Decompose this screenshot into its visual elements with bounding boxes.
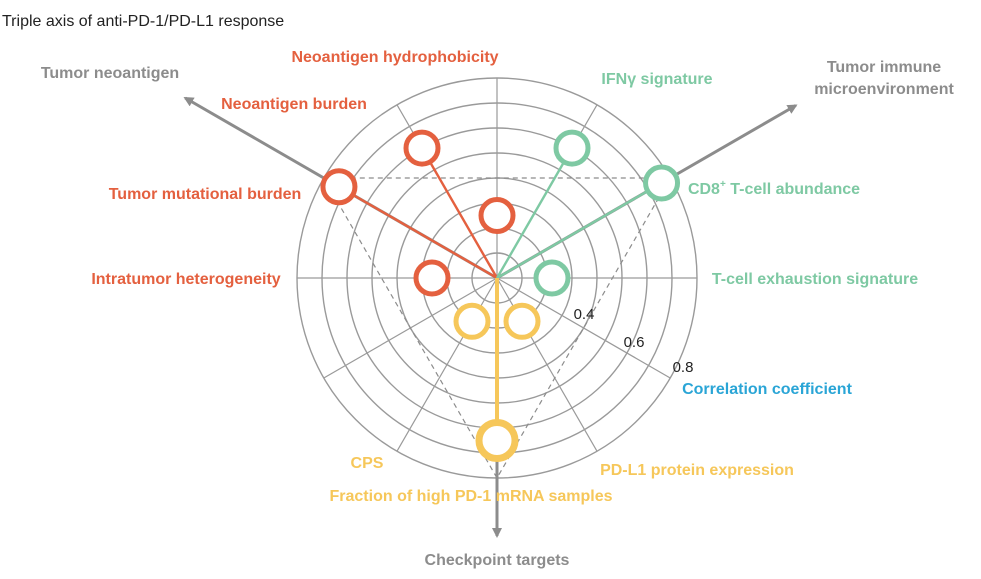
dashed-triangle <box>322 177 672 480</box>
connector-tumor-mutational-burden <box>338 185 498 280</box>
cd8-prefix: CD8 <box>688 181 720 198</box>
dashed-triangle-outline <box>322 177 672 480</box>
label-cps: CPS <box>351 455 384 472</box>
tick-label-0-8: 0.8 <box>673 359 694 376</box>
label-intratumor-heterogeneity: Intratumor heterogeneity <box>91 271 280 288</box>
axis-label-checkpoint-targets: Checkpoint targets <box>425 552 570 569</box>
axis-label-immune-line1: Tumor immune <box>827 59 941 76</box>
axis-label-immune-line2: microenvironment <box>814 81 954 98</box>
label-cd8-t-cell-abundance: CD8+ T-cell abundance <box>688 179 860 198</box>
label-tcell-exhaustion-signature: T-cell exhaustion signature <box>712 271 918 288</box>
feature-lines <box>338 147 663 441</box>
marker-cps <box>453 302 491 340</box>
connector-neoantigen-burden <box>420 147 499 279</box>
marker-fraction-high-pd1-mrna <box>475 419 519 462</box>
label-pdl1-protein-expression: PD-L1 protein expression <box>600 462 794 479</box>
axis-label-tumor-neoantigen: Tumor neoantigen <box>41 65 179 82</box>
feature-markers <box>320 129 681 462</box>
figure-title: Triple axis of anti-PD-1/PD-L1 response <box>2 13 284 30</box>
marker-neoantigen-burden <box>403 129 441 167</box>
marker-tcell-exhaustion-signature <box>533 259 571 297</box>
scale-label-correlation-coefficient: Correlation coefficient <box>682 381 852 398</box>
tick-label-0-6: 0.6 <box>624 334 645 351</box>
marker-cd8-t-cell-abundance <box>643 164 681 202</box>
marker-neoantigen-hydrophobicity <box>478 197 516 234</box>
label-neoantigen-hydrophobicity: Neoantigen hydrophobicity <box>291 49 498 66</box>
marker-intratumor-heterogeneity <box>413 259 451 297</box>
cd8-superscript: + <box>720 179 726 190</box>
marker-pdl1-protein-expression <box>503 302 541 340</box>
grid-spoke-12 <box>496 277 671 379</box>
connector-cd8-t-cell-abundance <box>496 181 663 280</box>
marker-tumor-mutational-burden <box>320 168 358 206</box>
marker-ifng-signature <box>553 129 591 167</box>
tick-label-0-4: 0.4 <box>574 306 595 323</box>
label-fraction-high-pd1-mrna: Fraction of high PD-1 mRNA samples <box>330 488 613 505</box>
label-neoantigen-burden: Neoantigen burden <box>221 96 367 113</box>
connector-ifng-signature <box>495 147 574 279</box>
label-ifng-signature: IFNγ signature <box>601 71 712 88</box>
cd8-suffix: T-cell abundance <box>726 181 860 198</box>
label-tumor-mutational-burden: Tumor mutational burden <box>109 186 302 203</box>
